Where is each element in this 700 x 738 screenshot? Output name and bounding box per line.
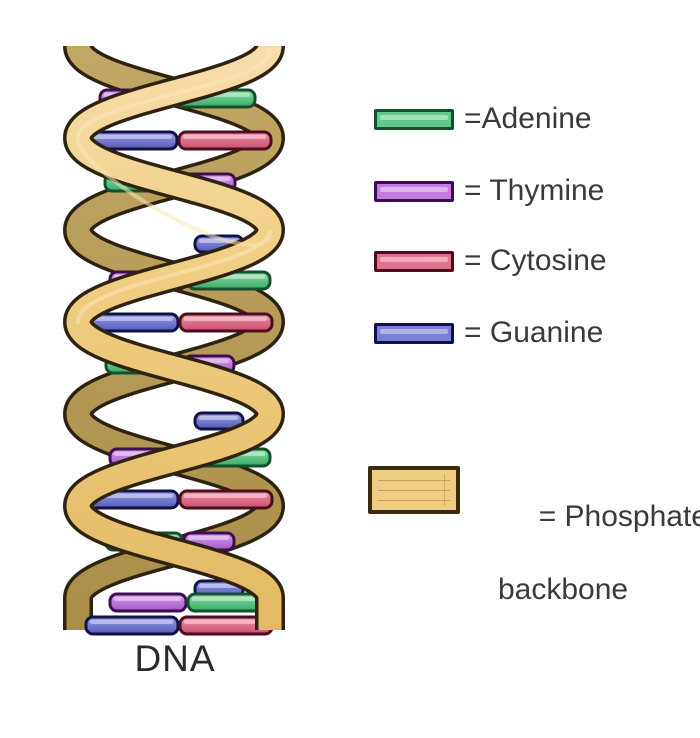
legend-item-thymine: = Thymine <box>374 176 604 206</box>
backbone-strand-front <box>62 41 286 630</box>
legend-label-cytosine: = Cytosine <box>464 244 607 277</box>
legend-item-phosphate-backbone: = Phosphate backbone <box>368 462 700 682</box>
swatch-highlight <box>380 328 448 334</box>
swatch-highlight <box>380 256 448 262</box>
base-pair-rung <box>193 411 245 431</box>
legend-item-cytosine: = Cytosine <box>374 246 607 276</box>
legend-item-guanine: = Guanine <box>374 318 603 348</box>
base-pair-rung <box>108 592 272 613</box>
dna-caption-label: DNA <box>134 638 216 679</box>
legend-label-guanine: = Guanine <box>464 316 604 349</box>
swatch-texture-line <box>378 490 450 491</box>
legend-panel: =Adenine = Thymine = Cytosine = Guanine <box>360 0 700 738</box>
base-pair-rung <box>84 615 274 636</box>
adenine-color-swatch <box>374 108 454 130</box>
swatch-texture-line <box>378 480 450 481</box>
swatch-texture-line <box>444 474 445 506</box>
swatch-texture-line <box>378 500 450 501</box>
legend-label-phosphate-backbone: = Phosphate backbone <box>472 462 700 682</box>
swatch-highlight <box>380 114 448 120</box>
legend-item-adenine: =Adenine <box>374 104 592 134</box>
base-pair-rung <box>82 130 273 151</box>
legend-label-adenine: =Adenine <box>464 102 592 135</box>
dna-helix-illustration <box>62 41 286 636</box>
phosphate-backbone-color-swatch <box>368 466 460 514</box>
thymine-color-swatch <box>374 180 454 202</box>
cytosine-color-swatch <box>374 250 454 272</box>
base-pair-rung <box>84 312 274 333</box>
dna-helix-panel: DNA <box>62 41 286 679</box>
swatch-highlight <box>380 186 448 192</box>
legend-label-thymine: = Thymine <box>464 174 605 207</box>
phosphate-label-line2: backbone <box>498 572 629 606</box>
phosphate-label-line1: = Phosphate <box>538 499 700 533</box>
guanine-color-swatch <box>374 322 454 344</box>
